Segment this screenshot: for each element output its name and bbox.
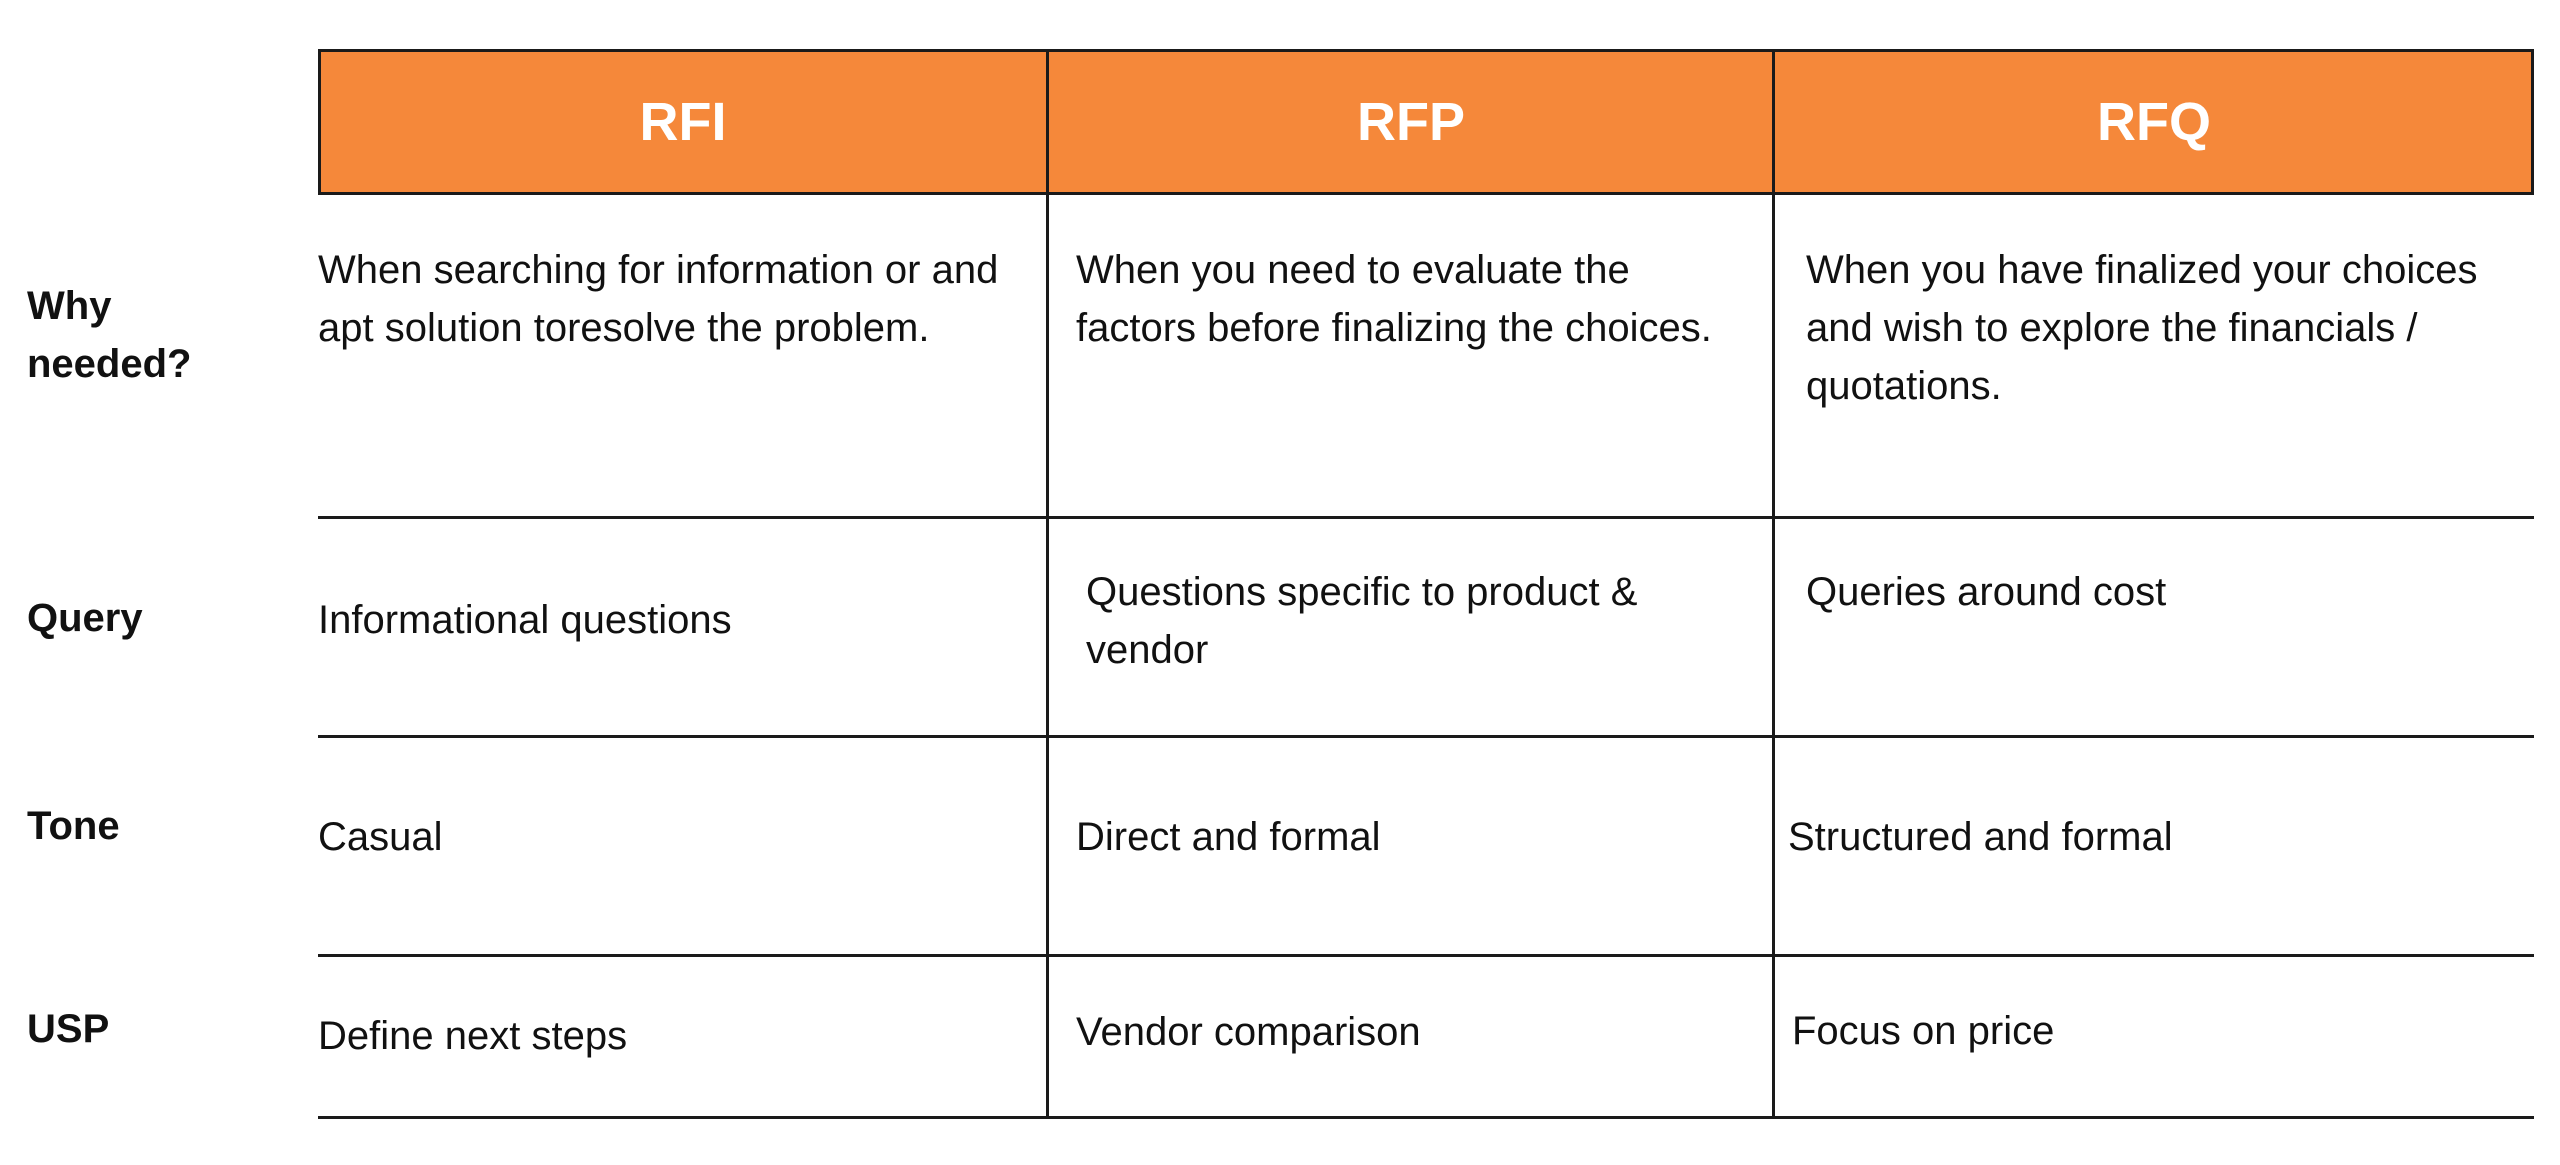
row-label-usp: USP bbox=[27, 1007, 110, 1051]
column-divider-1 bbox=[1046, 49, 1049, 1119]
cell-usp-rfp: Vendor comparison bbox=[1076, 1010, 1421, 1054]
column-header-rfq: RFQ bbox=[2097, 92, 2211, 152]
column-header-rfp: RFP bbox=[1357, 92, 1465, 152]
cell-why-needed-rfi: When searching for information or and ap… bbox=[318, 248, 999, 350]
cell-tone-rfi: Casual bbox=[318, 815, 443, 859]
row-label-query: Query bbox=[27, 596, 143, 640]
row-label-why-needed: Why needed? bbox=[27, 284, 192, 386]
cell-tone-rfp: Direct and formal bbox=[1076, 815, 1381, 859]
cell-usp-rfi: Define next steps bbox=[318, 1014, 628, 1058]
cell-query-rfi: Informational questions bbox=[318, 598, 732, 642]
cell-tone-rfq: Structured and formal bbox=[1788, 815, 2173, 859]
row-divider-2 bbox=[318, 735, 2534, 738]
row-label-tone: Tone bbox=[27, 804, 120, 848]
column-header-rfi: RFI bbox=[639, 92, 727, 152]
column-divider-2 bbox=[1772, 49, 1775, 1119]
cell-query-rfq: Queries around cost bbox=[1806, 570, 2167, 614]
cell-why-needed-rfq: When you have finalized your choices and… bbox=[1806, 248, 2478, 408]
cell-usp-rfq: Focus on price bbox=[1792, 1009, 2055, 1053]
header-row bbox=[318, 49, 2534, 195]
row-divider-1 bbox=[318, 516, 2534, 519]
row-divider-3 bbox=[318, 954, 2534, 957]
cell-why-needed-rfp: When you need to evaluate the factors be… bbox=[1076, 248, 1712, 350]
row-divider-4 bbox=[318, 1116, 2534, 1119]
cell-query-rfp: Questions specific to product & vendor bbox=[1086, 570, 1638, 672]
